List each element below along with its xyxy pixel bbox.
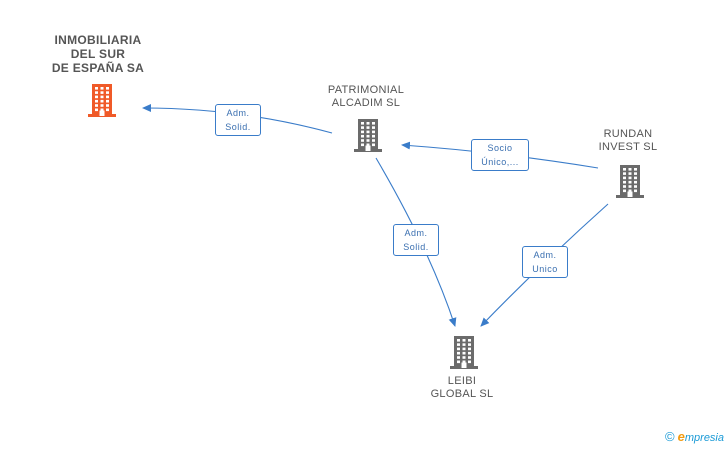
node-label-line: INMOBILIARIA bbox=[54, 33, 142, 47]
edge-label-line: Adm. bbox=[226, 108, 250, 118]
node-label-line: INVEST SL bbox=[598, 141, 658, 153]
building-icon[interactable] bbox=[85, 82, 119, 118]
node-label-line: DEL SUR bbox=[70, 47, 126, 61]
edge-label-line: Socio bbox=[487, 143, 513, 153]
node-label-line: RUNDAN bbox=[603, 128, 653, 140]
copyright-symbol: © bbox=[665, 429, 675, 444]
node-label-line: DE ESPAÑA SA bbox=[51, 61, 145, 75]
brand-name: mpresia bbox=[684, 432, 724, 444]
building-icon[interactable] bbox=[613, 163, 647, 199]
edge-label-line: Adm. bbox=[533, 250, 557, 260]
node-label-line: LEIBI bbox=[447, 375, 477, 387]
brand-initial: e bbox=[677, 429, 685, 444]
edge-label-line: Solid. bbox=[403, 242, 429, 252]
edge-label-line: Unico bbox=[532, 264, 558, 274]
edge-label-line: Único,... bbox=[481, 157, 519, 167]
node-label-line: ALCADIM SL bbox=[331, 97, 401, 109]
edge-label-line: Adm. bbox=[404, 228, 428, 238]
building-icon[interactable] bbox=[447, 334, 481, 370]
edge-label-patrimonial-to-inmobiliaria[interactable]: Adm. Solid. bbox=[215, 104, 261, 136]
edge-label-rundan-to-leibi[interactable]: Adm. Unico bbox=[522, 246, 568, 278]
building-icon[interactable] bbox=[351, 117, 385, 153]
edge-label-patrimonial-to-leibi[interactable]: Adm. Solid. bbox=[393, 224, 439, 256]
empresia-watermark: ©empresia bbox=[665, 429, 724, 444]
node-label-line: GLOBAL SL bbox=[430, 388, 494, 400]
node-label-line: PATRIMONIAL bbox=[327, 84, 405, 96]
edge-label-line: Solid. bbox=[225, 122, 251, 132]
